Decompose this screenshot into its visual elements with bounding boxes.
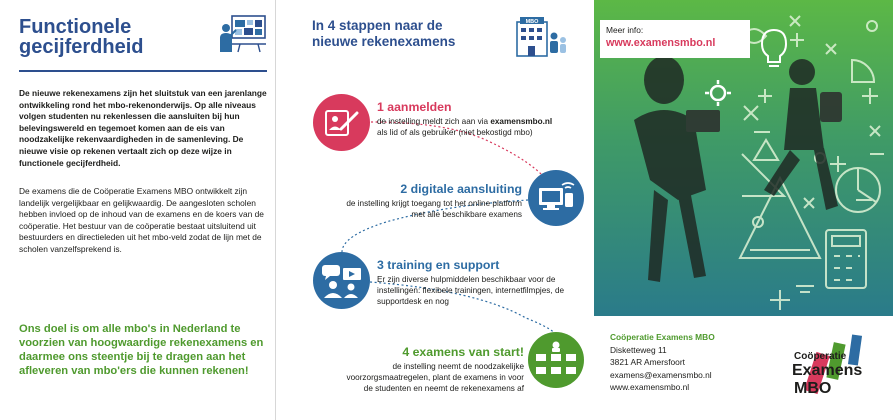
middle-column: In 4 stappen naar de nieuwe rekenexamens… [276,0,594,420]
step-4: 4 examens van start! de instelling neemt… [340,345,525,395]
lightbulb-icon [760,28,788,67]
step1-title: 1 aanmelden [377,100,452,114]
step1-description: de instelling meldt zich aan via examens… [377,116,587,138]
training-support-icon [322,265,361,298]
step1-badge [313,94,370,151]
exam-room-icon [536,341,576,374]
contact-email[interactable]: examens@examensmbo.nl [610,369,712,380]
jumping-student [764,59,842,210]
mission-quote: Ons doel is om alle mbo's in Nederland t… [19,323,264,377]
body-paragraph: De examens die de Coöperatie Examens MBO… [19,186,264,254]
svg-text:MBO: MBO [526,19,540,25]
contact-street: Disketteweg 11 [610,344,667,355]
step4-badge [528,332,584,388]
step1-desc-pre: de instelling meldt zich aan via [377,117,491,126]
mbo-building-icon: MBO [516,17,566,57]
step2-description: de instelling krijgt toegang tot het onl… [346,199,522,220]
step3-title: 3 training en support [377,258,500,272]
logo-line-3: MBO [794,380,831,397]
step1-desc-link: examensmbo.nl [490,117,553,126]
title-divider [19,70,267,72]
left-column: Functionele gecijferdheid De nieuwe reke… [0,0,275,420]
column-divider [275,0,276,420]
website-link[interactable]: www.examensmbo.nl [606,37,716,49]
students-photo: Meer info: www.examensmbo.nl [594,0,893,316]
gear-icon [705,80,731,106]
more-info-label: Meer info: [606,25,644,35]
step-3: 3 training en support Er zijn diverse hu… [377,258,587,308]
step-1: 1 aanmelden de instelling meldt zich aan… [377,100,587,138]
presentation-board-icon [220,15,266,53]
step1-desc-post: als lid of als gebruiker (niet bekostigd… [377,128,533,138]
student-with-laptop [634,56,720,282]
steps-title-bold: In 4 stappen [312,18,391,33]
contact-web[interactable]: www.examensmbo.nl [610,382,690,393]
step2-badge [528,170,584,226]
logo-line-1: Coöperatie [794,351,847,362]
left-title-light: gecijferdheid [19,36,144,58]
steps-title-line2: nieuwe rekenexamens [312,34,456,49]
step-2: 2 digitale aansluiting de instelling kri… [346,182,522,220]
math-illustration [634,15,884,310]
contact-org: Coöperatie Examens MBO [610,332,715,342]
logo-line-2: Examens [792,362,862,379]
right-column: Meer info: www.examensmbo.nl Coöperatie … [594,0,893,420]
left-title: Functionele gecijferdheid [19,17,143,57]
contact-block: Coöperatie Examens MBO Disketteweg 11 38… [610,331,780,394]
step2-title: 2 digitale aansluiting [400,182,522,196]
steps-title: In 4 stappen naar de nieuwe rekenexamens [312,18,455,50]
contact-city: 3821 AR Amersfoort [610,357,685,368]
step3-badge [313,252,370,309]
more-info-box: Meer info: www.examensmbo.nl [600,20,750,58]
step4-description: de instelling neemt de noodzakelijke voo… [346,362,525,394]
steps-title-rest: naar de [390,18,443,33]
intro-paragraph: De nieuwe rekenexamens zijn het sluitstu… [19,88,267,168]
step4-title: 4 examens van start! [402,345,524,359]
step3-description: Er zijn diverse hulpmiddelen beschikbaar… [377,275,565,307]
computer-connection-icon [539,182,575,210]
signup-form-icon [325,110,359,136]
left-title-bold: Functionele [19,16,132,38]
cooperatie-examens-mbo-logo: Coöperatie Examens MBO [792,334,862,397]
